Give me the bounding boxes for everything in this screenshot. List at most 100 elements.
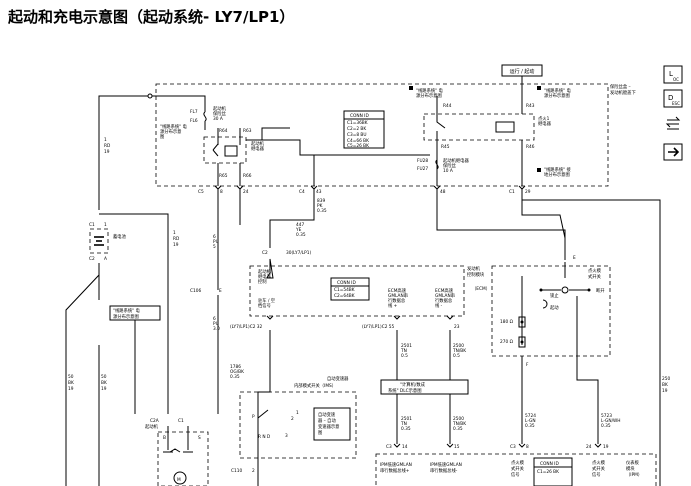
arrow-right-icon[interactable] xyxy=(663,143,683,161)
engine-control-module xyxy=(249,265,465,317)
starter-c1: C1 xyxy=(178,418,184,424)
loc-icon[interactable]: L OC xyxy=(663,65,683,84)
svg-text:0.35: 0.35 xyxy=(525,423,535,429)
ignition-relay-label: 点火1 继电器 xyxy=(538,116,552,127)
swap-arrows-icon[interactable] xyxy=(665,116,681,130)
ign-start: 起动 xyxy=(550,304,559,311)
wire-2501-b-label: 2501 TN 0.35 xyxy=(400,416,412,432)
svg-text:自动变速器: 自动变速器 xyxy=(327,375,349,382)
svg-text:源分布示意: 源分布示意 xyxy=(160,128,181,135)
upper-conn-id: CONN ID C1=36BK C2=2 BK C3=8 BU C4=66 BK… xyxy=(343,110,385,149)
svg-text:控制模块: 控制模块 xyxy=(467,271,485,278)
svg-text:0.35: 0.35 xyxy=(453,426,463,432)
r63-label: R63 xyxy=(243,128,252,134)
wire-447: 447 YE 0.35 xyxy=(295,222,306,238)
svg-text:2: 2 xyxy=(291,416,294,422)
svg-text:保险丝: 保险丝 xyxy=(443,162,457,169)
svg-text:继电器: 继电器 xyxy=(258,273,272,280)
start-spring xyxy=(542,299,548,309)
r46-label: R46 xyxy=(526,144,535,150)
wire-5724-label: 5724 L-GN 0.35 xyxy=(525,413,536,429)
svg-text:C2=2 BK: C2=2 BK xyxy=(347,126,366,132)
fuse-feed-wire xyxy=(156,95,206,112)
svg-text:250: 250 xyxy=(662,376,670,382)
battery-feed-wire xyxy=(98,95,156,210)
svg-text:RD: RD xyxy=(173,236,180,242)
battery-c1-pin: 1 xyxy=(104,222,107,228)
svg-text:8: 8 xyxy=(526,444,529,450)
page-title: 起动和充电示意图（起动系统- LY7/LP1） xyxy=(8,8,295,26)
svg-text:起动机: 起动机 xyxy=(145,423,159,430)
svg-text:"计算机/数成: "计算机/数成 xyxy=(400,381,426,388)
ipc-gmlan-low: IPM低速GMLAN 串行数据总线- xyxy=(430,461,462,474)
r65-label: R65 xyxy=(219,173,228,179)
svg-text:C2A: C2A xyxy=(150,418,159,424)
svg-text:RD: RD xyxy=(104,143,111,149)
svg-text:起动机: 起动机 xyxy=(251,140,265,147)
ecm-gmlan-low: ECM高速 GMLAN串 行数据总 线 - xyxy=(435,287,455,309)
bus-ref-text: "线路系统" 电 源分布示意 图 xyxy=(160,123,188,140)
svg-text:式开关: 式开关 xyxy=(588,273,602,280)
ecm-c2: C2 xyxy=(262,250,268,256)
svg-text:档信号: 档信号 xyxy=(258,302,271,309)
svg-text:行数据总: 行数据总 xyxy=(388,297,406,304)
motor-symbol xyxy=(173,471,187,485)
svg-text:6: 6 xyxy=(213,234,216,240)
svg-text:1: 1 xyxy=(104,137,107,143)
starter-bus-ref: "线路系统" 电 源分布示意图 xyxy=(109,305,161,321)
svg-text:C1: C1 xyxy=(509,189,515,195)
svg-text:19: 19 xyxy=(662,388,668,394)
svg-text:C3: C3 xyxy=(386,444,392,450)
r45-label: R45 xyxy=(441,144,450,150)
svg-text:CONN ID: CONN ID xyxy=(350,113,369,119)
c4-ecm-wire xyxy=(269,189,315,248)
svg-text:C110: C110 xyxy=(231,468,242,474)
svg-text:"线路系统" 电: "线路系统" 电 xyxy=(416,87,444,94)
svg-text:8: 8 xyxy=(220,189,223,195)
ims-rnd: R N D xyxy=(258,434,271,440)
svg-text:保险丝: 保险丝 xyxy=(213,110,227,117)
svg-text:43: 43 xyxy=(316,189,322,195)
svg-text:E: E xyxy=(219,288,222,294)
svg-text:839: 839 xyxy=(317,198,325,204)
svg-text:点火模: 点火模 xyxy=(511,459,525,466)
internal-mode-switch xyxy=(239,391,357,459)
svg-text:源分布示意图: 源分布示意图 xyxy=(113,313,139,320)
run-start-label: 运行 / 起动 xyxy=(510,68,535,75)
svg-text:TN/BK: TN/BK xyxy=(452,348,466,354)
svg-text:5723: 5723 xyxy=(601,413,612,419)
r180-label: 180 Ω xyxy=(500,319,514,325)
starter-fuse xyxy=(203,111,207,122)
ign-lock: 锁止 xyxy=(550,292,559,299)
svg-text:19: 19 xyxy=(173,242,179,248)
svg-text:0.35: 0.35 xyxy=(601,423,611,429)
svg-text:24: 24 xyxy=(243,189,249,195)
svg-text:OC: OC xyxy=(673,77,679,82)
starter-pin-b: B xyxy=(163,435,166,441)
svg-text:30 A: 30 A xyxy=(213,116,223,122)
wire-250-bk xyxy=(521,189,661,486)
wire-6-pu-label: 6 PU 5 xyxy=(213,234,219,250)
starter-relay-label: 起动机 继电器 xyxy=(251,140,265,152)
svg-text:2501: 2501 xyxy=(401,416,412,422)
desc-icon[interactable]: D ESC xyxy=(663,89,683,108)
svg-text:仪表板: 仪表板 xyxy=(626,459,640,466)
svg-text:TN: TN xyxy=(400,348,407,354)
svg-text:发动机: 发动机 xyxy=(467,265,481,272)
ignition-mode-switch xyxy=(491,265,611,357)
svg-text:CONN ID: CONN ID xyxy=(337,280,356,286)
c106-connector: C106 E xyxy=(190,288,222,294)
r66-label: R66 xyxy=(243,173,252,179)
starter-pin-s: S xyxy=(198,435,201,441)
svg-text:"线路系统" 接: "线路系统" 接 xyxy=(544,166,572,173)
svg-text:0.5: 0.5 xyxy=(453,353,460,359)
ignition-relay xyxy=(423,113,535,141)
ecm-park-neutral: 驻车 / 空 档信号 xyxy=(258,297,275,309)
svg-text:地分布示意图: 地分布示意图 xyxy=(544,171,570,178)
svg-text:TN: TN xyxy=(400,421,407,427)
relay-contact xyxy=(212,143,219,157)
svg-text:0.35: 0.35 xyxy=(317,208,327,214)
svg-text:线 +: 线 + xyxy=(388,302,398,309)
motor-label: M xyxy=(177,477,181,483)
svg-text:CONN ID: CONN ID xyxy=(540,461,559,467)
